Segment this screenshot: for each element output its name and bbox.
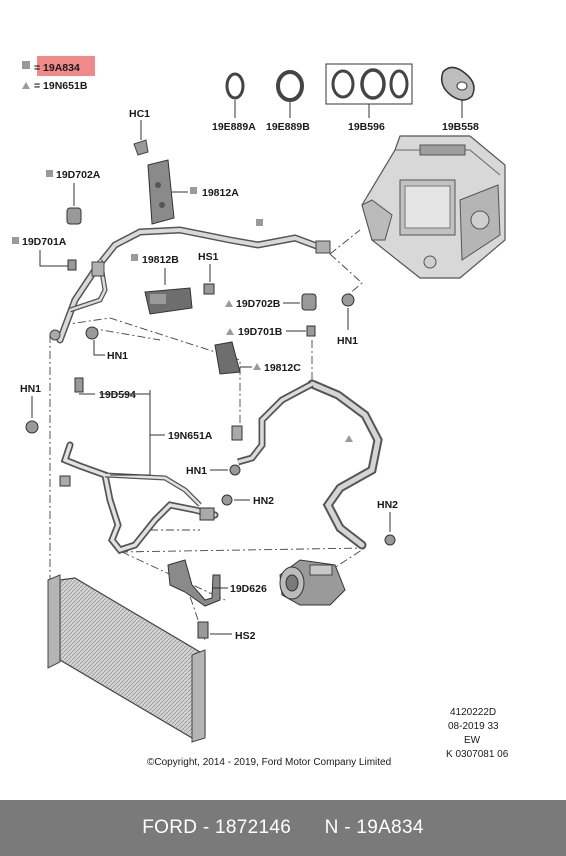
- doc-info: 4120222D 08-2019 33 EW K 0307081 06: [446, 707, 509, 760]
- seal-ring-icon: [276, 70, 304, 102]
- discharge-pipe-icon: [231, 379, 383, 550]
- label-sensor-5: 19D594: [99, 389, 136, 401]
- label-sensor-2: 19D701A: [22, 236, 67, 248]
- label-tube-assy: 19N651A: [168, 430, 213, 442]
- label-seal-1: 19E889A: [212, 121, 256, 133]
- label-sensor-3: 19D702B: [236, 298, 281, 310]
- condenser-icon: [47, 574, 206, 743]
- seal-ring-icon: [360, 68, 386, 100]
- label-seal-2: 19E889B: [266, 121, 310, 133]
- doc-date: 08-2019 33: [448, 721, 499, 732]
- label-mount: 19D626: [230, 583, 267, 595]
- triangle-marker-icon: [226, 328, 234, 335]
- seal-ring-icon: [225, 72, 245, 100]
- hn1-nut-icon: HN1: [85, 326, 128, 362]
- label-hs2: HS2: [235, 630, 256, 642]
- legend-square-label: = 19A834: [34, 62, 80, 74]
- hn2-mid-icon: HN2: [221, 494, 274, 507]
- parts-diagram: = 19A834 = 19N651B 19E889A 19E889B 19B59…: [12, 56, 509, 768]
- square-symbol-icon: [22, 61, 30, 69]
- square-marker-icon: [46, 170, 53, 177]
- seal-ring-icon: [389, 69, 409, 99]
- hn1-mid-icon: HN1: [186, 464, 241, 477]
- legend: = 19A834 = 19N651B: [22, 56, 95, 92]
- sensor-c-icon: 19D702B HN1: [225, 293, 358, 347]
- sensor-e-icon: 19D594: [74, 377, 136, 401]
- triangle-symbol-icon: [22, 82, 30, 89]
- hs1-stud-icon: HS1: [198, 251, 219, 295]
- hc1-clip-icon: HC1: [129, 108, 150, 156]
- copyright-text: ©Copyright, 2014 - 2019, Ford Motor Comp…: [147, 757, 391, 768]
- suction-tube-icon: 19N651A: [59, 390, 219, 555]
- label-hn2-mid: HN2: [253, 495, 274, 507]
- bracket-c-icon: 19812C: [214, 341, 301, 375]
- sensor-a-icon: 19D702A: [46, 169, 101, 225]
- doc-code: EW: [464, 735, 481, 746]
- square-marker-icon: [131, 254, 138, 261]
- label-hn1-right: HN1: [337, 335, 358, 347]
- label-hn1-left: HN1: [20, 383, 41, 395]
- hn2-right-icon: HN2: [377, 499, 398, 546]
- label-hs1: HS1: [198, 251, 219, 263]
- label-hc1: HC1: [129, 108, 150, 120]
- hn1-left-icon: HN1: [20, 383, 41, 434]
- label-seal-kit: 19B596: [348, 121, 385, 133]
- legend-highlight: [37, 56, 95, 76]
- doc-kit: K 0307081 06: [446, 749, 509, 760]
- sensor-b-icon: 19D701A: [12, 236, 77, 271]
- mount-bracket-icon: 19D626: [167, 559, 267, 607]
- hvac-housing-icon: [361, 135, 506, 279]
- bracket-a-icon: 19812A: [147, 159, 239, 225]
- legend-triangle-label: = 19N651B: [34, 80, 88, 92]
- bracket-b-icon: 19812B: [131, 254, 193, 315]
- triangle-marker-icon: [225, 300, 233, 307]
- seal-ring-icon: [331, 69, 355, 99]
- label-sensor-4: 19D701B: [238, 326, 283, 338]
- triangle-marker-icon: [253, 363, 261, 370]
- square-marker-icon: [256, 219, 263, 226]
- footer-bar: FORD - 1872146 N - 19A834: [0, 800, 566, 856]
- seal-rings-group: 19E889A 19E889B 19B596 19B558: [212, 63, 479, 133]
- doc-ref: 4120222D: [450, 707, 496, 718]
- label-bracket-3: 19812C: [264, 362, 301, 374]
- footer-part-number: FORD - 1872146: [142, 817, 292, 838]
- gasket-hole-icon: [456, 81, 468, 91]
- label-sensor-1: 19D702A: [56, 169, 101, 181]
- triangle-marker-icon: [345, 435, 353, 442]
- leader-lines: [49, 229, 366, 641]
- label-hn2-right: HN2: [377, 499, 398, 511]
- label-bracket-2: 19812B: [142, 254, 179, 266]
- footer-reference: N - 19A834: [324, 817, 424, 838]
- upper-pipe-icon: [49, 226, 331, 344]
- label-hn1-mid: HN1: [186, 465, 207, 477]
- hs2-stud-icon: HS2: [197, 621, 256, 642]
- label-gasket: 19B558: [442, 121, 479, 133]
- sensor-d-icon: 19D701B: [226, 325, 316, 338]
- square-marker-icon: [12, 237, 19, 244]
- square-marker-icon: [190, 187, 197, 194]
- compressor-icon: [279, 559, 346, 606]
- label-bracket-1: 19812A: [202, 187, 239, 199]
- label-hn1-top: HN1: [107, 350, 128, 362]
